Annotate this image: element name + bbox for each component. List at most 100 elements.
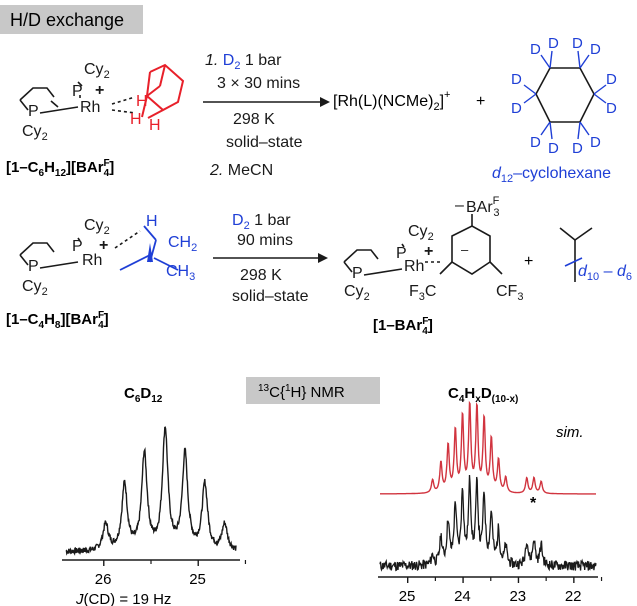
axis-tick-label: 22 <box>565 588 582 605</box>
coupling-label: J(CD) = 19 Hz <box>75 591 171 606</box>
d12-cyclohexane: D D D D D D D D D D D D d12–cyclohexane <box>492 35 617 185</box>
cy2-lower: Cy2 <box>22 123 48 143</box>
d-atom-labels: D D D D D D D D D D D D <box>511 35 617 157</box>
p-lower: P <box>352 265 363 282</box>
cyclohexane-ring <box>535 67 595 123</box>
left-spectrum-title: C6D12 <box>124 385 163 405</box>
r2-d2: D2 1 bar <box>232 212 291 232</box>
ring-minus: – <box>461 242 469 257</box>
left-tick-group: 26 25 <box>95 560 247 588</box>
simulated-trace <box>380 400 596 495</box>
d-atom: D <box>606 100 617 117</box>
rh-atom: Rh <box>404 258 424 275</box>
r1-step1: 1. D2 1 bar <box>205 52 282 72</box>
r1-temp: 298 K <box>233 111 275 128</box>
reaction2-labels: Cy2 P P Rh + Cy2 <box>22 217 110 298</box>
r2-state: solid–state <box>232 288 309 305</box>
sim-label: sim. <box>556 424 584 441</box>
d-atom: D <box>548 35 559 52</box>
right-tick-group: 25 24 23 22 <box>399 577 603 605</box>
p-upper: P <box>396 245 407 262</box>
reaction1-reactant-complex <box>19 87 59 111</box>
c4hxd-spectrum: 25 24 23 22 <box>378 400 603 605</box>
cy2-lower: Cy2 <box>22 278 48 298</box>
ch2-label: CH2 <box>168 234 197 254</box>
r1-step2: 2. MeCN <box>209 162 273 179</box>
d-atom: D <box>606 71 617 88</box>
d-atom: D <box>590 41 601 58</box>
axis-tick-label: 25 <box>399 588 416 605</box>
reaction1-product: [Rh(L)(NCMe)2]+ <box>333 89 450 113</box>
impurity-star: * <box>530 495 537 512</box>
cyclohexane-h-labels: H H H <box>130 93 161 134</box>
nmr-title: 13C{1H} NMR <box>258 383 345 401</box>
wedge-bond <box>147 243 153 262</box>
anion-minus: – <box>455 197 464 214</box>
header-title: H/D exchange <box>10 10 124 30</box>
reaction1-rh-bonds <box>39 81 136 114</box>
reaction2-plus: + <box>524 253 533 270</box>
r2-time: 90 mins <box>237 232 293 249</box>
axis-tick-label: 26 <box>95 571 112 588</box>
h-atom-2: H <box>130 111 142 128</box>
axis-tick-label: 25 <box>189 571 206 588</box>
reaction1-conditions: 1. D2 1 bar 3 × 30 mins 298 K solid–stat… <box>205 52 303 179</box>
cy2-upper: Cy2 <box>84 217 110 237</box>
c6d12-spectrum: 26 25 <box>62 426 247 588</box>
h-atom-3: H <box>149 117 161 134</box>
p-upper: P <box>72 83 83 100</box>
deuterium-arrow <box>564 257 583 267</box>
d-range-label: d10 – d6 <box>578 263 632 283</box>
ch3-label: CH3 <box>166 263 195 283</box>
d-atom: D <box>572 35 583 52</box>
cyclohexane-chair-red <box>141 63 185 119</box>
cy2-upper: Cy2 <box>84 61 110 81</box>
d-atom: D <box>511 100 522 117</box>
h-label: H <box>146 213 158 230</box>
p-upper: P <box>72 238 83 255</box>
d12-cyclohexane-label: d12–cyclohexane <box>492 165 611 185</box>
cy2-lower: Cy2 <box>344 283 370 303</box>
cation-plus: + <box>95 82 104 99</box>
d-atom: D <box>511 71 522 88</box>
ethylene-bridge <box>19 87 55 101</box>
d-atom: D <box>590 134 601 151</box>
isobutylene-labels: H CH2 CH3 <box>146 213 197 283</box>
reaction2-conditions: D2 1 bar 90 mins 298 K solid–state <box>232 212 309 305</box>
rh-atom: Rh <box>80 99 100 116</box>
reaction1-arrowhead <box>320 97 330 107</box>
p-lower: P <box>28 103 39 120</box>
r2-temp: 298 K <box>240 267 282 284</box>
d-atom: D <box>572 140 583 157</box>
bond-bridge-p2 <box>19 99 29 111</box>
h-atom-1: H <box>136 93 148 110</box>
header-box <box>0 5 143 34</box>
cation-plus: + <box>424 243 433 260</box>
d-atom: D <box>548 140 559 157</box>
zwitterion-product <box>343 214 503 276</box>
axis-tick-label: 24 <box>454 588 471 605</box>
axis-tick-label: 23 <box>509 588 526 605</box>
p-lower: P <box>28 258 39 275</box>
rh-atom: Rh <box>82 252 102 269</box>
cd-bonds <box>523 50 607 140</box>
bond-p-bridge <box>50 100 59 108</box>
c6d12-trace <box>65 426 237 556</box>
experimental-trace <box>379 474 597 572</box>
f3c-label: F3C <box>409 283 436 303</box>
nmr-title-box <box>246 377 380 404</box>
r1-time: 3 × 30 mins <box>217 75 300 92</box>
cy2-upper: Cy2 <box>408 223 434 243</box>
right-spectrum-title: C4HxD(10-x) <box>448 385 518 405</box>
reaction2-reactant-complex <box>19 230 141 269</box>
reaction1-plus: + <box>476 93 485 110</box>
cation-plus: + <box>99 237 108 254</box>
d-atom: D <box>530 41 541 58</box>
reaction2-arrowhead <box>318 253 328 263</box>
r1-state: solid–state <box>226 134 303 151</box>
